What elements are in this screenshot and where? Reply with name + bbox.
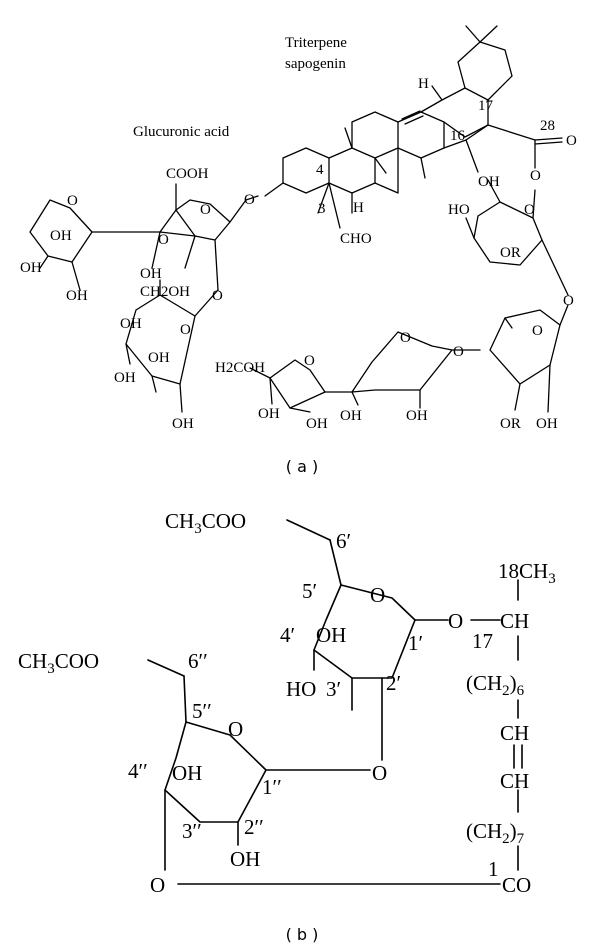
acetate-lower-label: CH3COO	[18, 649, 99, 677]
label-3-double-prime: 3′′	[182, 819, 202, 843]
panel-a-labels: Triterpene sapogenin Glucuronic acid COO…	[20, 35, 577, 476]
oh-label-gal-2: OH	[148, 350, 170, 366]
label-4-prime: 4′	[280, 623, 295, 647]
label-2-prime: 2′	[386, 671, 401, 695]
ch-alkene-1: CH	[500, 721, 529, 745]
ring-oxygen-xyl: O	[400, 330, 411, 346]
carbonyl-oxygen: O	[566, 133, 577, 149]
ring-oxygen-upper: O	[370, 583, 385, 607]
oh-label-xyl-1: OH	[340, 408, 362, 424]
label-1-prime: 1′	[408, 631, 423, 655]
oh-label-gal-3: OH	[114, 370, 136, 386]
label-1-double-prime: 1′′	[262, 775, 282, 799]
ho-label-fucose: HO	[448, 202, 470, 218]
ring-oxygen-gluca: O	[200, 202, 211, 218]
cho-label: CHO	[340, 231, 372, 247]
oh-label-gal-4: OH	[172, 416, 194, 432]
label-6-double-prime: 6′′	[188, 649, 208, 673]
label-6-prime: 6′	[336, 529, 351, 553]
c1-number: 1	[488, 857, 499, 881]
ring-oxygen-rha: O	[532, 323, 543, 339]
oxygen-link-gal: O	[212, 288, 223, 304]
h-label-c18: H	[418, 76, 429, 92]
c4-number: 4	[316, 162, 324, 178]
ring-oxygen-pentose: O	[67, 193, 78, 209]
glucuronic-acid-ring	[91, 183, 259, 291]
ch2-7-label: (CH2)7	[466, 819, 525, 847]
c28-number: 28	[540, 118, 555, 134]
label-4-double-prime: 4′′	[128, 759, 148, 783]
h2coh-label: H2COH	[215, 360, 265, 376]
panel-a-triterpene-saponin: Triterpene sapogenin Glucuronic acid COO…	[20, 25, 577, 476]
c17-number: 17	[478, 98, 494, 114]
caption-b: ( b )	[286, 925, 319, 944]
label-5-double-prime: 5′′	[192, 699, 212, 723]
xylose-ring	[351, 331, 481, 409]
apiose-furanose-ring	[249, 359, 353, 413]
acetate-upper-label: CH3COO	[165, 509, 246, 537]
oh-lower-2: OH	[230, 847, 260, 871]
caption-a: ( a )	[286, 457, 318, 476]
oh-label-api-1: OH	[258, 406, 280, 422]
triterpene-core	[264, 25, 563, 229]
panel-b-labels: CH3COO CH3COO 6′ 5′ O 4′ OH 1′ O HO 3′ 2…	[18, 509, 556, 944]
left-pyranose-ring	[29, 199, 93, 291]
oh-label-xyl-2: OH	[406, 408, 428, 424]
ester-oxygen: O	[530, 168, 541, 184]
ring-oxygen-api: O	[304, 353, 315, 369]
oh-label-api-2: OH	[306, 416, 328, 432]
triterpene-label-line1: Triterpene	[285, 35, 347, 51]
oh-label-pentose-2: OH	[20, 260, 42, 276]
or-label-fucose: OR	[500, 245, 521, 261]
cooh-label: COOH	[166, 166, 209, 182]
ring-oxygen-lower: O	[228, 717, 243, 741]
glycosidic-oxygen-link: O	[372, 761, 387, 785]
methyl-18-label: 18CH3	[498, 559, 556, 587]
ho-upper: HO	[286, 677, 316, 701]
label-5-prime: 5′	[302, 579, 317, 603]
oxygen-link-rha: O	[563, 293, 574, 309]
lower-glucose-ring	[147, 659, 501, 885]
oxygen-link-xyl: O	[453, 344, 464, 360]
glucuronic-acid-label: Glucuronic acid	[133, 124, 230, 140]
oh-label-gluca-1: OH	[140, 266, 162, 282]
label-3-prime: 3′	[326, 677, 341, 701]
triterpene-label-line2: sapogenin	[285, 56, 346, 72]
oh-upper: OH	[316, 623, 346, 647]
ring-oxygen-fucose: O	[524, 202, 535, 218]
oh-label-gal-1: OH	[120, 316, 142, 332]
galactose-ring	[125, 279, 219, 413]
ch2-6-label: (CH2)6	[466, 671, 525, 699]
or-label-rha: OR	[500, 416, 521, 432]
aglycone-chain	[470, 579, 523, 871]
ring-oxygen-gluca-2: O	[158, 232, 169, 248]
ring-oxygen-gal: O	[180, 322, 191, 338]
upper-glucose-ring	[286, 519, 449, 761]
fucose-ring	[465, 179, 569, 296]
h-label-c5: H	[353, 200, 364, 216]
oh-label-rha: OH	[536, 416, 558, 432]
oh-label-c16: OH	[478, 174, 500, 190]
c3-number: 3	[318, 201, 326, 217]
c16-number: 16	[450, 128, 466, 144]
oh-label-pentose-1: OH	[50, 228, 72, 244]
ch2oh-label: CH2OH	[140, 284, 190, 300]
carbonyl-co: CO	[502, 873, 531, 897]
c17-number: 17	[472, 629, 493, 653]
ch-c17-label: CH	[500, 609, 529, 633]
glycosidic-oxygen-c3: O	[244, 192, 255, 208]
rhamnose-ring	[489, 304, 569, 413]
oh-label-pentose-3: OH	[66, 288, 88, 304]
label-2-double-prime: 2′′	[244, 815, 264, 839]
ch-alkene-2: CH	[500, 769, 529, 793]
glycosidic-oxygen-aglycone: O	[448, 609, 463, 633]
panel-b-glycolipid: CH3COO CH3COO 6′ 5′ O 4′ OH 1′ O HO 3′ 2…	[18, 509, 556, 944]
oh-lower-1: OH	[172, 761, 202, 785]
ester-oxygen: O	[150, 873, 165, 897]
